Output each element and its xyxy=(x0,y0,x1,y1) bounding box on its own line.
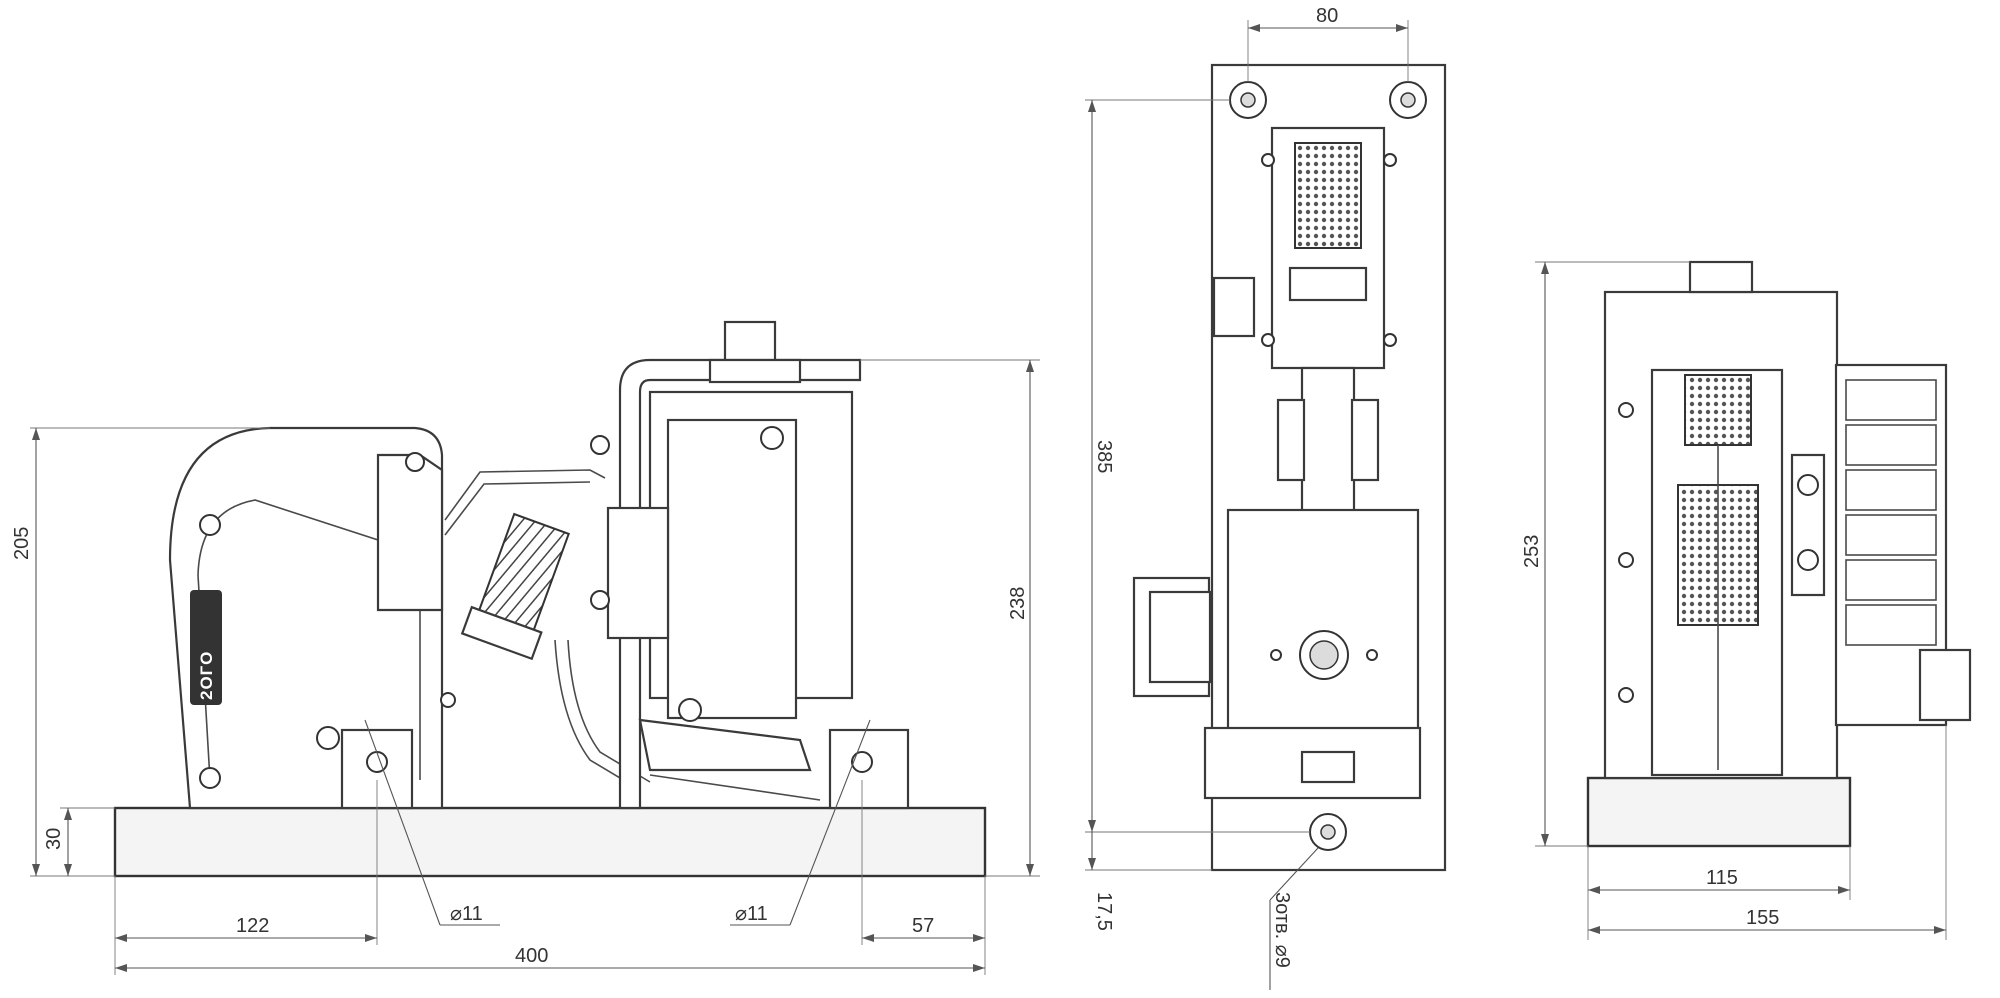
dim-57: 57 xyxy=(861,780,985,945)
dim-115-label: 115 xyxy=(1706,867,1738,889)
dim-385-label: 385 xyxy=(1093,440,1115,473)
logo-plate xyxy=(190,590,222,705)
front-view: 2ОГО xyxy=(11,320,1040,975)
top-nut xyxy=(723,320,777,362)
end-top-nut xyxy=(1688,260,1754,294)
dim-238-label: 238 xyxy=(1007,587,1029,620)
dim-122: 122 xyxy=(115,780,378,945)
terminal-block xyxy=(1845,379,1937,646)
dim-17-5: 17,5 xyxy=(1085,832,1212,931)
dim-dia-left-label: ⌀11 xyxy=(450,903,483,925)
contact-lever xyxy=(444,469,651,791)
front-base-plate xyxy=(113,806,987,878)
dim-122-label: 122 xyxy=(236,915,269,937)
dim-253-label: 253 xyxy=(1521,535,1543,568)
side-view: 80 385 17,5 3отв. ⌀9 xyxy=(1085,5,1447,990)
arc-chute: 2ОГО xyxy=(168,426,456,810)
dim-80: 80 xyxy=(1247,5,1409,82)
dim-holes-note-label: 3отв. ⌀9 xyxy=(1271,892,1293,968)
dim-385: 385 xyxy=(1085,99,1310,833)
dim-dia-right-label: ⌀11 xyxy=(735,903,768,925)
dim-253: 253 xyxy=(1521,261,1690,847)
logo-text: 2ОГО xyxy=(197,651,216,700)
end-base-plate xyxy=(1586,776,1852,848)
dim-17-5-label: 17,5 xyxy=(1093,892,1115,931)
magnet-frame xyxy=(590,320,862,810)
end-view: 253 115 155 xyxy=(1521,260,1972,940)
dim-400: 400 xyxy=(114,876,986,975)
dim-155: 155 xyxy=(1588,725,1947,940)
dim-dia-left: ⌀11 xyxy=(364,719,500,926)
dim-30: 30 xyxy=(43,807,115,876)
dim-238: 238 xyxy=(860,359,1040,877)
right-mount-bracket xyxy=(828,728,910,810)
dim-155-label: 155 xyxy=(1746,907,1779,929)
dim-115: 115 xyxy=(1587,846,1851,940)
dim-205: 205 xyxy=(11,427,270,877)
dim-holes-note: 3отв. ⌀9 xyxy=(1269,847,1319,990)
dim-80-label: 80 xyxy=(1316,5,1338,27)
dim-400-label: 400 xyxy=(515,945,548,967)
dim-dia-right: ⌀11 xyxy=(730,719,871,926)
dim-57-label: 57 xyxy=(912,915,934,937)
dim-205-label: 205 xyxy=(11,527,33,560)
dim-30-label: 30 xyxy=(43,828,65,850)
